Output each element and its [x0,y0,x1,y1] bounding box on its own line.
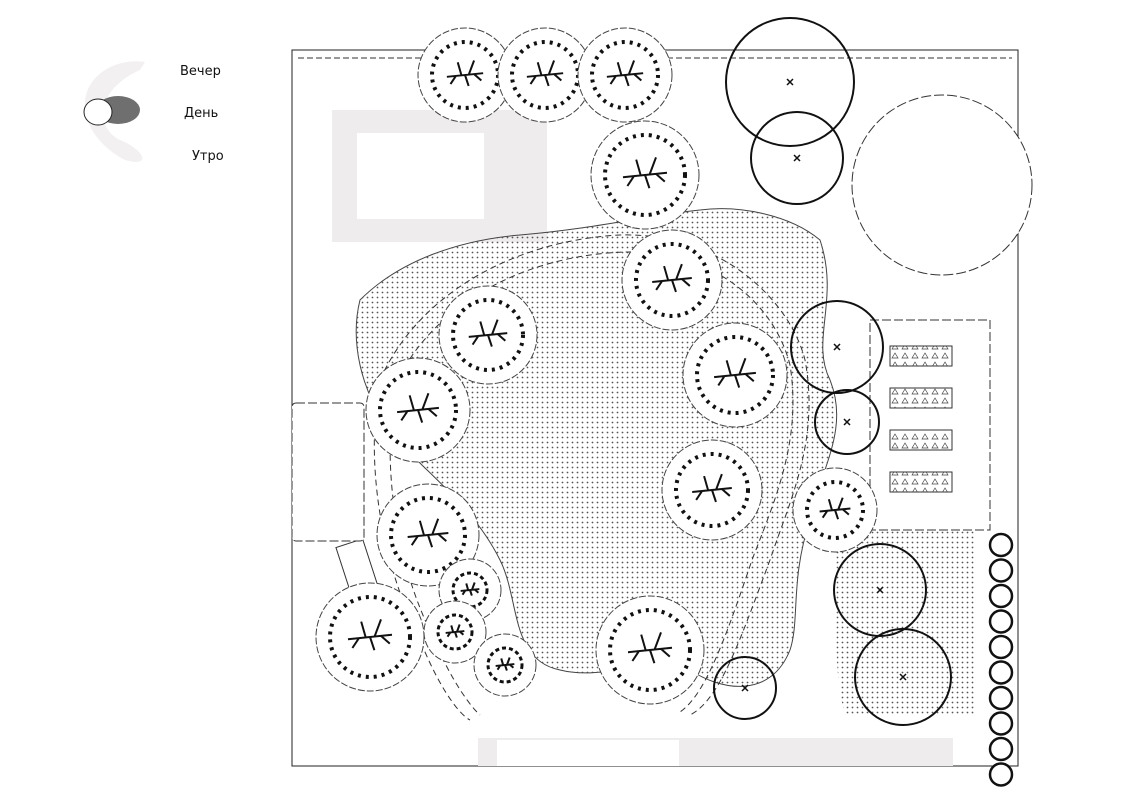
hedge-shrub [988,558,1014,583]
raised-bed [889,345,953,367]
tree-08 [682,322,788,428]
crown-02 [750,111,844,205]
shrub-bed-left [291,402,365,542]
lawn-right-lower [835,530,975,715]
shrub-mass [851,94,1033,276]
crown-03 [790,300,884,394]
legend-label-day: День [184,106,219,121]
ornamental-trees [315,27,878,705]
crown-trees [713,17,952,726]
hedge-shrub [988,685,1014,711]
hedge-shrub [988,711,1014,736]
hedge-row [988,532,1014,787]
crown-07 [713,656,777,720]
hedge-shrub [988,762,1014,787]
crown-04 [814,389,880,455]
crown-05 [833,543,927,637]
tree-09 [376,483,480,587]
crown-01 [725,17,855,147]
tree-15 [473,633,537,697]
raised-bed [889,429,953,451]
tree-03 [577,27,673,123]
sun-path-icon [83,61,145,162]
raised-bed [889,387,953,409]
tree-07 [365,357,471,463]
hedge-shrub [988,532,1014,558]
patio-bottom-inner [497,740,679,766]
raised-bed [889,471,953,493]
patio-top-left-inner [357,133,484,219]
tree-16 [595,595,705,705]
hedge-shrub [988,634,1014,660]
tree-04 [590,120,700,230]
tree-12 [315,582,425,692]
tree-02 [497,27,593,123]
legend-label-evening: Вечер [180,64,221,79]
tree-11 [792,467,878,553]
legend-label-morning: Утро [192,149,224,164]
sun-icon [83,98,113,126]
garden-path [373,234,810,721]
crown-06 [854,628,952,726]
tree-10 [661,439,763,541]
sun-legend: Вечер День Утро [0,0,260,190]
tree-14 [423,600,487,664]
tree-05 [621,229,723,331]
hedge-shrub [988,609,1014,634]
tree-06 [438,285,538,385]
hedge-shrub [988,583,1014,609]
hedge-shrub [988,736,1014,762]
hedge-shrub [988,660,1014,685]
